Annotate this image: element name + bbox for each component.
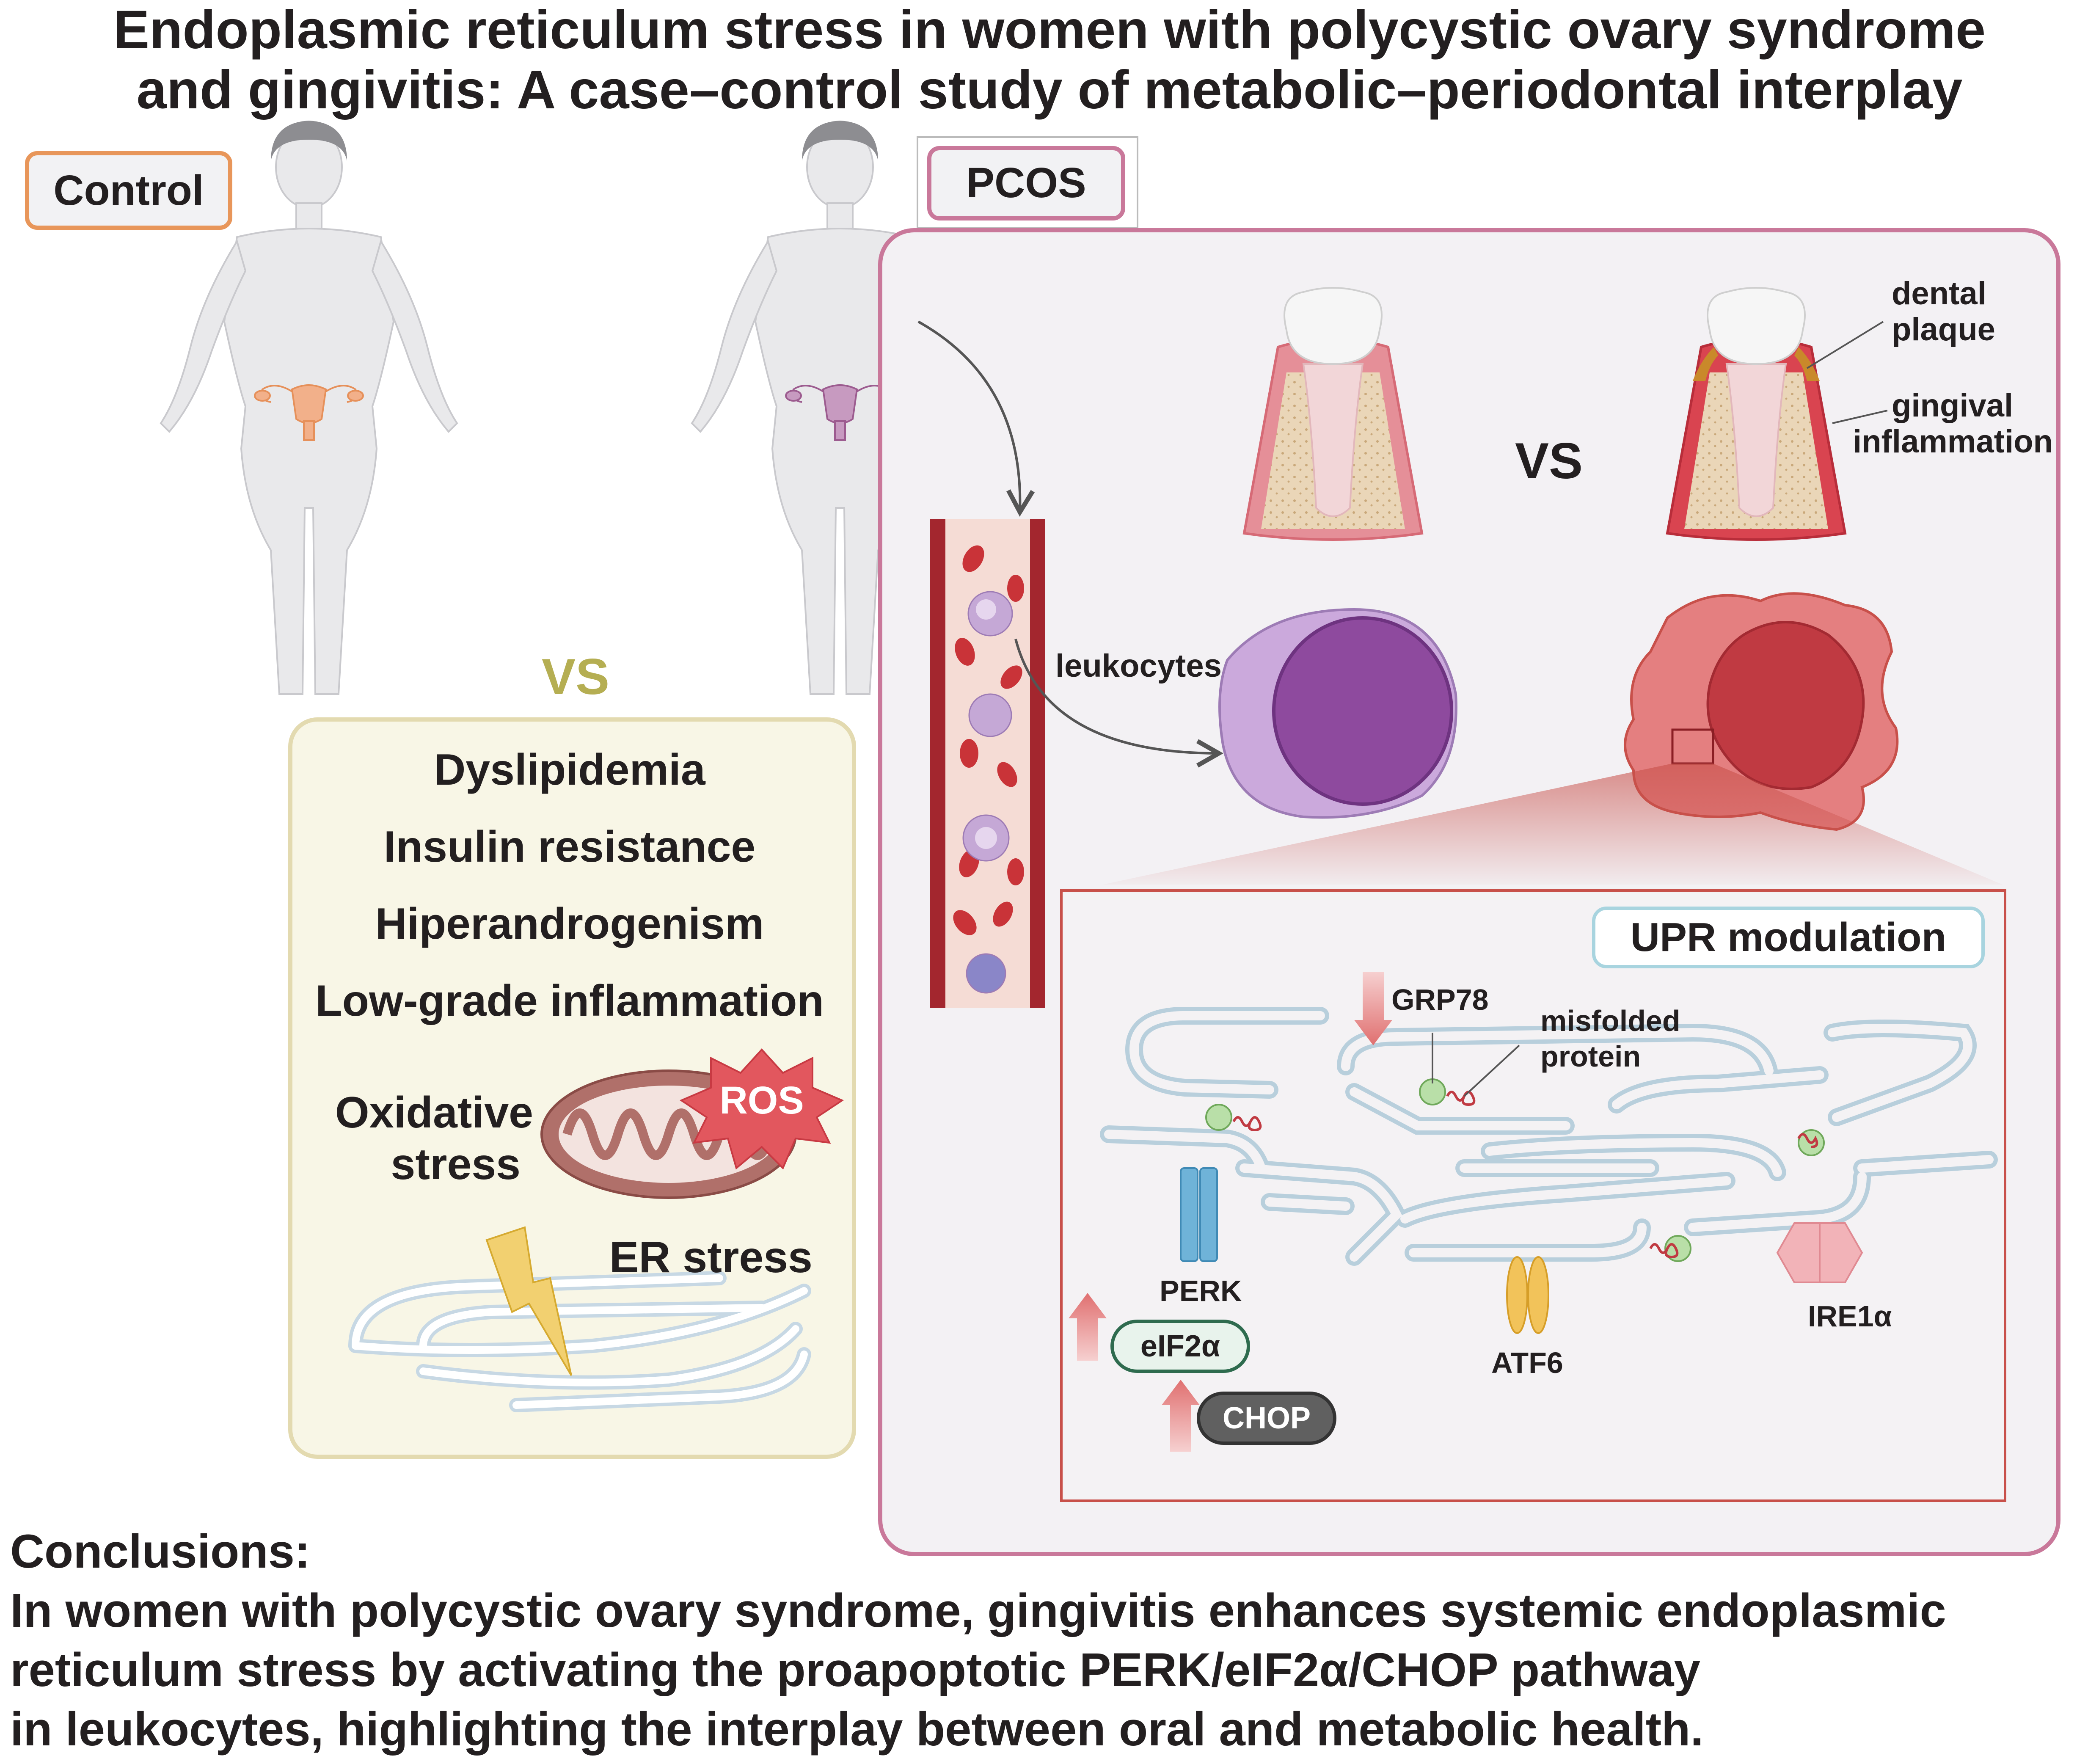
lightning-icon <box>485 1226 572 1376</box>
er-network-lumen <box>1104 1011 1994 1262</box>
control-uterus-icon <box>254 384 364 441</box>
ire1a-receptor-icon <box>1776 1222 1863 1283</box>
pcos-tag-box <box>927 146 1125 220</box>
chop-up-arrow <box>1162 1380 1200 1452</box>
systemic-vs-label: VS <box>541 648 610 705</box>
gingival-inflammation-pointer <box>1832 410 1888 424</box>
eif2a-up-arrow <box>1069 1293 1107 1361</box>
ros-burst-icon <box>679 1048 844 1170</box>
figure-title: Endoplasmic reticulum stress in women wi… <box>0 0 2099 120</box>
control-label: Control <box>53 167 204 214</box>
arrow-to-blood-vessel <box>917 320 1035 517</box>
gingivitis-tooth-icon <box>1666 287 1847 541</box>
grp78-label: GRP78 <box>1391 983 1489 1016</box>
factor-hiperandrogenism: Hiperandrogenism <box>375 899 764 948</box>
atf6-label: ATF6 <box>1491 1346 1563 1379</box>
conclusions-line-2: reticulum stress by activating the proap… <box>10 1643 1700 1696</box>
misfolded-protein-label-line1: misfolded <box>1540 1004 1680 1037</box>
conclusions-heading: Conclusions: <box>10 1525 311 1578</box>
perk-label: PERK <box>1160 1274 1242 1307</box>
factor-dyslipidemia: Dyslipidemia <box>434 745 705 794</box>
gingival-inflammation-label-line2: inflammation <box>1853 424 2053 460</box>
oxidative-stress-label-line2: stress <box>391 1140 521 1189</box>
chop-pill <box>1197 1392 1336 1445</box>
eif2a-pill <box>1110 1320 1250 1373</box>
chop-label: CHOP <box>1222 1401 1311 1435</box>
er-stress-label: ER stress <box>609 1233 813 1282</box>
ire1a-label: IRE1α <box>1808 1300 1892 1333</box>
perk-receptor-icon <box>1180 1167 1218 1262</box>
dental-plaque-label-line1: dental <box>1892 276 1986 311</box>
leukocytes-label: leukocytes <box>1055 648 1222 684</box>
gingival-inflammation-label-line1: gingival <box>1892 388 2014 424</box>
title-line-1: Endoplasmic reticulum stress in women wi… <box>113 0 1986 60</box>
control-woman-figure <box>160 121 458 695</box>
conclusions-line-3: in leukocytes, highlighting the interpla… <box>10 1703 1704 1756</box>
control-tag-box <box>25 151 232 230</box>
ros-label: ROS <box>719 1079 804 1122</box>
zoom-wedge <box>1103 763 2003 885</box>
periodontal-vs-label: VS <box>1515 433 1583 489</box>
title-line-2: and gingivitis: A case–control study of … <box>136 60 1963 120</box>
factor-low-grade-inflammation: Low-grade inflammation <box>315 976 824 1025</box>
grp78-down-arrow <box>1354 972 1392 1045</box>
dental-plaque-label-line2: plaque <box>1892 311 1995 347</box>
misfolded-protein-label-line2: protein <box>1540 1040 1641 1073</box>
conclusions-line-1: In women with polycystic ovary syndrome,… <box>10 1584 1946 1637</box>
upr-title-box <box>1592 907 1985 968</box>
eif2a-label: eIF2α <box>1140 1329 1220 1363</box>
grp78-chaperone-icons <box>1205 1078 1825 1262</box>
healthy-leukocyte-icon <box>1218 608 1457 819</box>
conclusions-block: Conclusions: In women with polycystic ov… <box>10 1522 2092 1759</box>
upr-title: UPR modulation <box>1630 915 1947 960</box>
arrow-to-leukocyte <box>1014 639 1223 768</box>
dental-plaque-pointer <box>1806 321 1884 369</box>
healthy-tooth-icon <box>1242 287 1424 541</box>
er-small-icon-inner <box>352 1274 808 1409</box>
blood-vessel-icon <box>930 519 1045 1008</box>
pcos-label: PCOS <box>966 159 1086 207</box>
misfolded-protein-pointer <box>1463 1045 1520 1097</box>
factor-insulin-resistance: Insulin resistance <box>383 822 756 871</box>
atf6-receptor-icon <box>1506 1256 1549 1334</box>
oxidative-stress-label-line1: Oxidative <box>335 1088 533 1137</box>
